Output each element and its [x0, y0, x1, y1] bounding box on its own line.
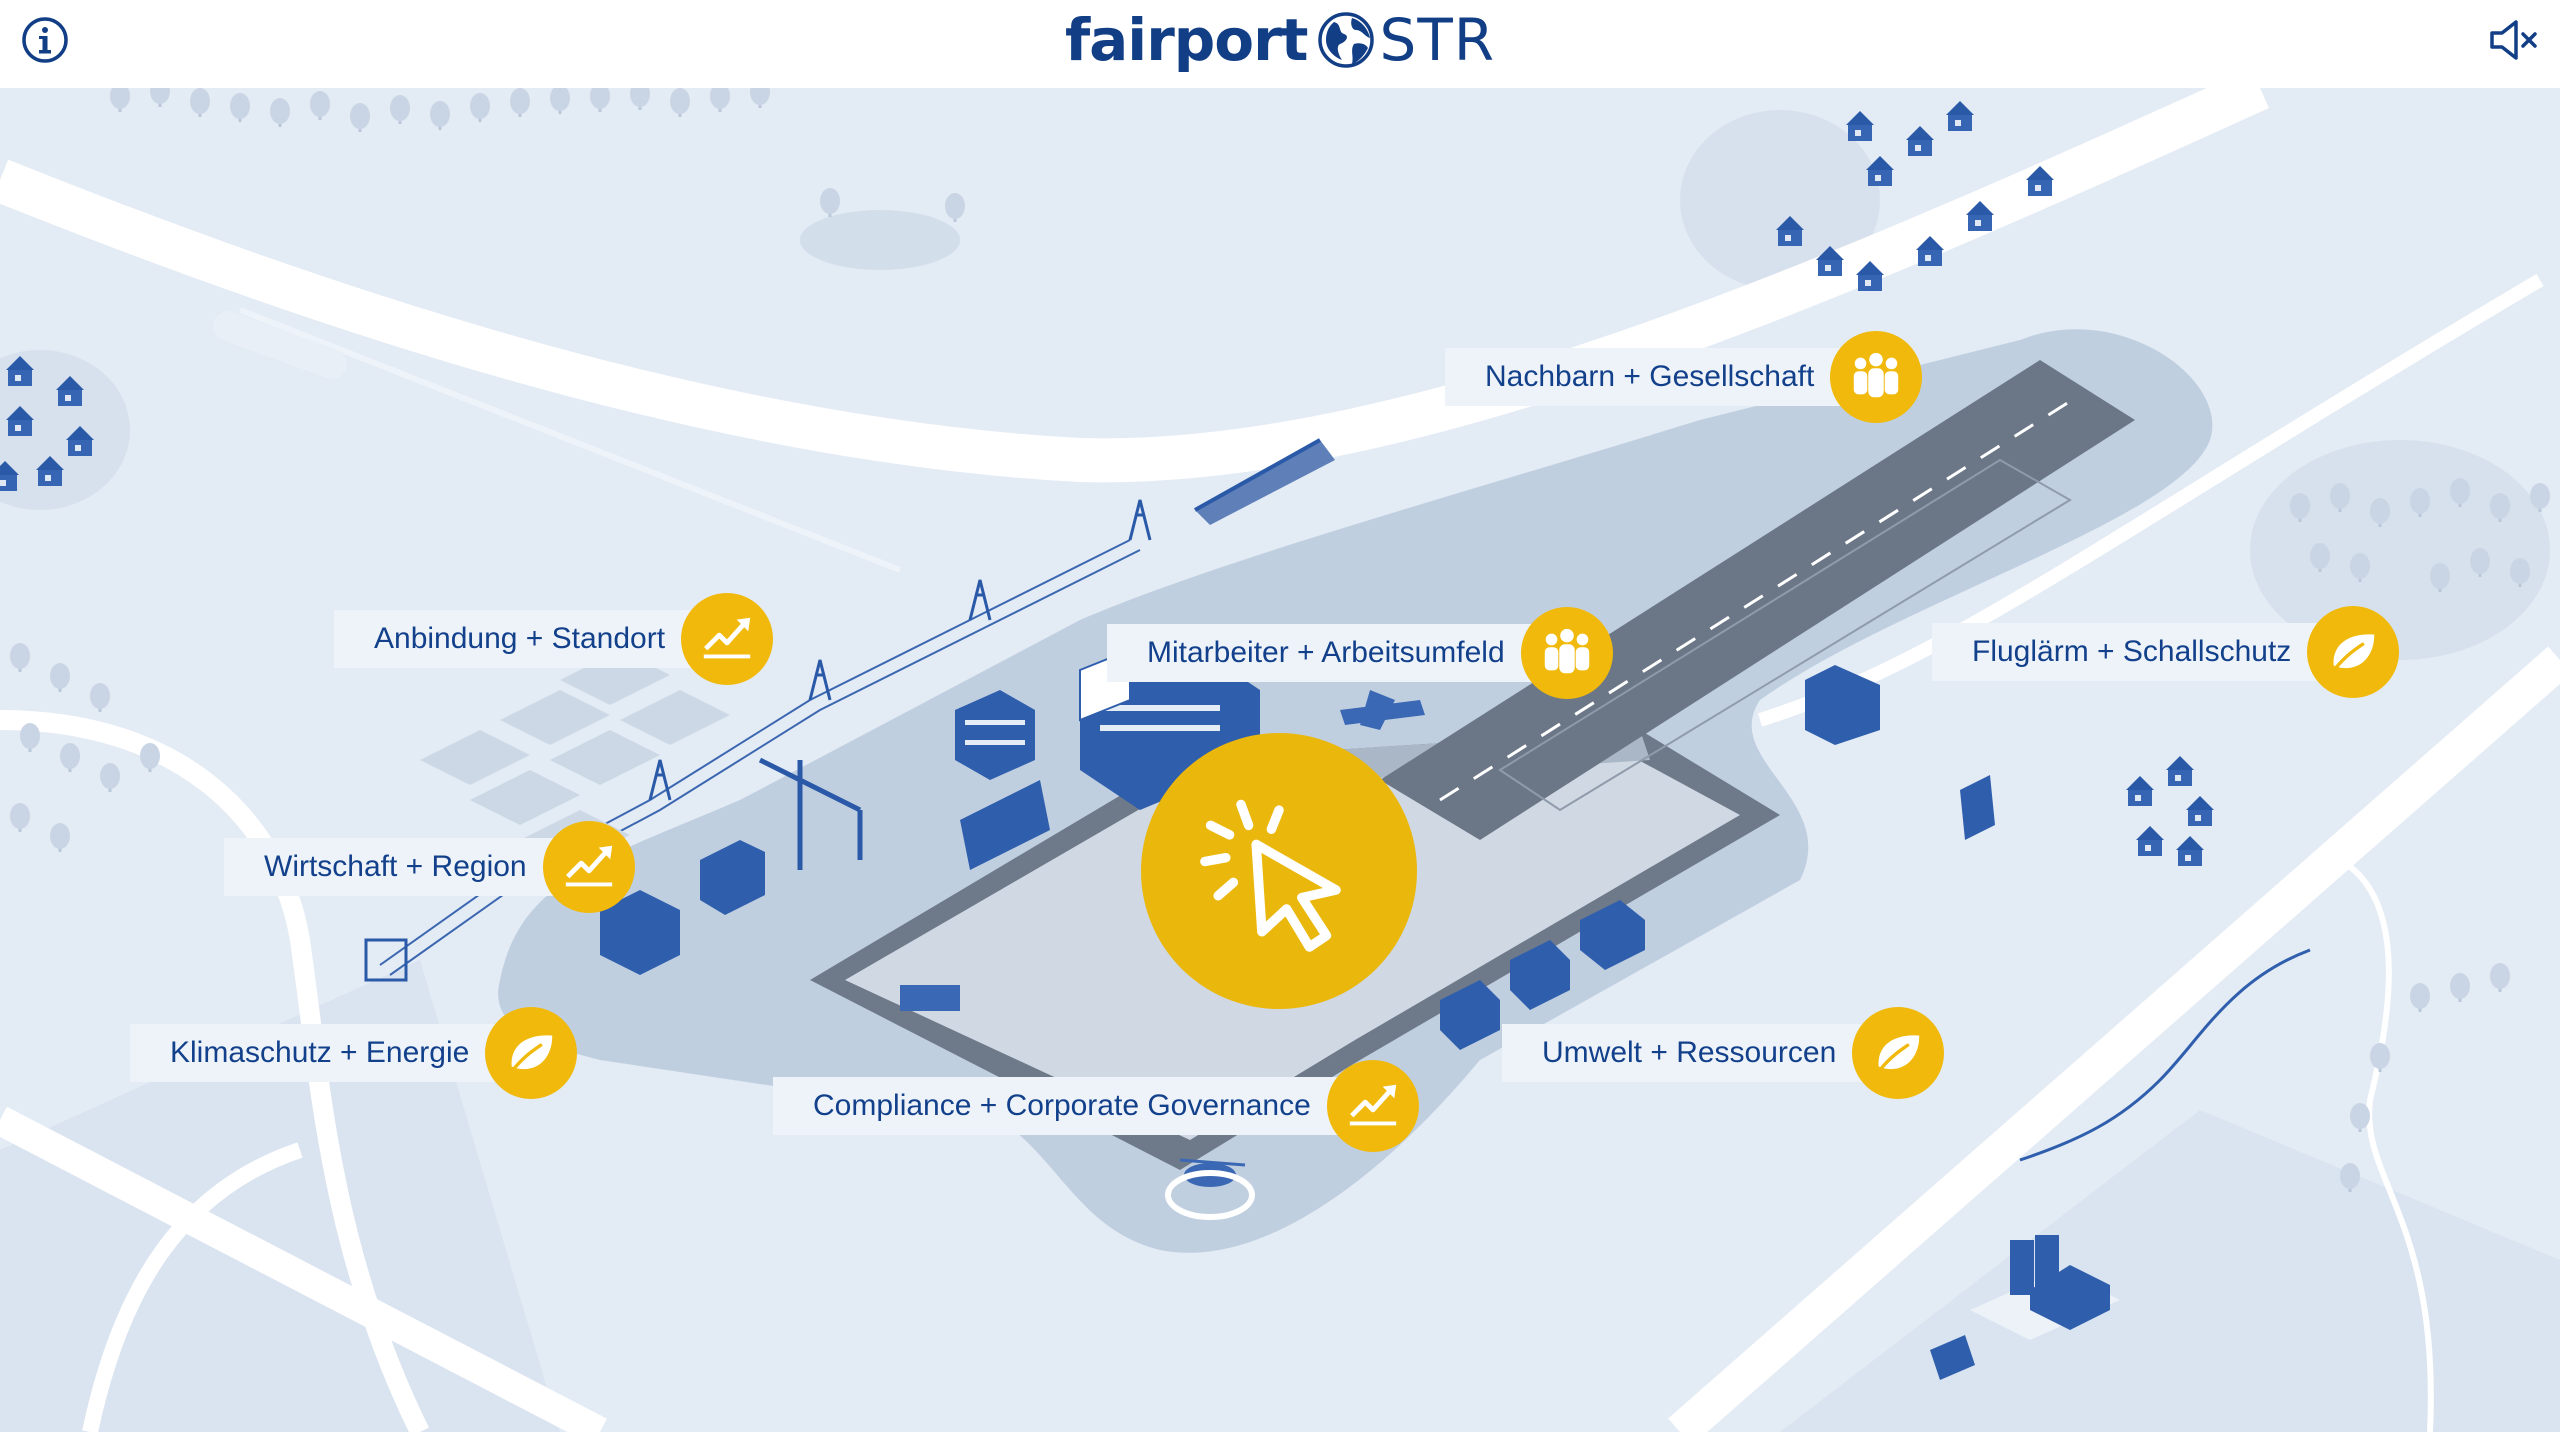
people-icon	[1544, 628, 1589, 674]
hotspot-wirtschaft-region[interactable]: Wirtschaft + Region	[224, 821, 635, 913]
hotspot-fluglaerm-schallschutz[interactable]: Fluglärm + Schallschutz	[1932, 606, 2400, 698]
hotspot-label: Wirtschaft + Region	[224, 838, 597, 896]
hotspot-label: Mitarbeiter + Arbeitsumfeld	[1107, 624, 1575, 682]
hotspot-badge	[681, 593, 774, 685]
trend-chart-icon	[565, 845, 612, 887]
hotspot-badge	[1852, 1007, 1945, 1099]
leaf-icon	[1875, 1035, 1920, 1076]
info-icon	[22, 17, 68, 63]
speaker-muted-icon	[2490, 20, 2537, 60]
hotspot-klimaschutz-energie[interactable]: Klimaschutz + Energie	[130, 1007, 578, 1099]
hotspot-badge	[1520, 607, 1613, 699]
hotspot-badge	[1326, 1060, 1419, 1152]
hotspot-badge	[542, 821, 635, 913]
hotspot-badge	[485, 1007, 578, 1099]
hotspot-badge	[2307, 606, 2400, 698]
hotspot-label: Anbindung + Standort	[334, 610, 736, 668]
hotspot-label: Nachbarn + Gesellschaft	[1445, 348, 1885, 406]
hotspot-nachbarn-gesellschaft[interactable]: Nachbarn + Gesellschaft	[1445, 331, 1923, 423]
mute-button[interactable]	[2488, 16, 2540, 64]
hotspot-anbindung-standort[interactable]: Anbindung + Standort	[334, 593, 774, 685]
hotspot-mitarbeiter-arbeitsumfeld[interactable]: Mitarbeiter + Arbeitsumfeld	[1107, 607, 1613, 699]
logo-code: STR	[1379, 6, 1496, 74]
leaf-icon	[508, 1035, 553, 1076]
top-bar: fairport STR	[0, 0, 2560, 88]
leaf-icon	[2330, 634, 2375, 675]
hotspot-badge	[1830, 331, 1923, 423]
hotspot-label: Klimaschutz + Energie	[130, 1024, 540, 1082]
hotspot-label: Fluglärm + Schallschutz	[1932, 623, 2362, 681]
hotspot-label: Compliance + Corporate Governance	[773, 1077, 1381, 1135]
globe-icon	[1317, 12, 1374, 68]
hotspot-compliance-governance[interactable]: Compliance + Corporate Governance	[773, 1060, 1419, 1152]
fairport-str-logo: fairport STR	[0, 0, 2560, 80]
info-button[interactable]	[20, 15, 70, 65]
click-cursor-icon	[1200, 799, 1341, 952]
trend-chart-icon	[703, 617, 751, 659]
hotspot-label: Umwelt + Ressourcen	[1502, 1024, 1907, 1082]
people-icon	[1854, 352, 1899, 398]
logo-brand: fairport	[1064, 6, 1309, 74]
trend-chart-icon	[1349, 1084, 1396, 1126]
hotspot-umwelt-ressourcen[interactable]: Umwelt + Ressourcen	[1502, 1007, 1945, 1099]
center-click-button[interactable]	[1141, 733, 1417, 1009]
